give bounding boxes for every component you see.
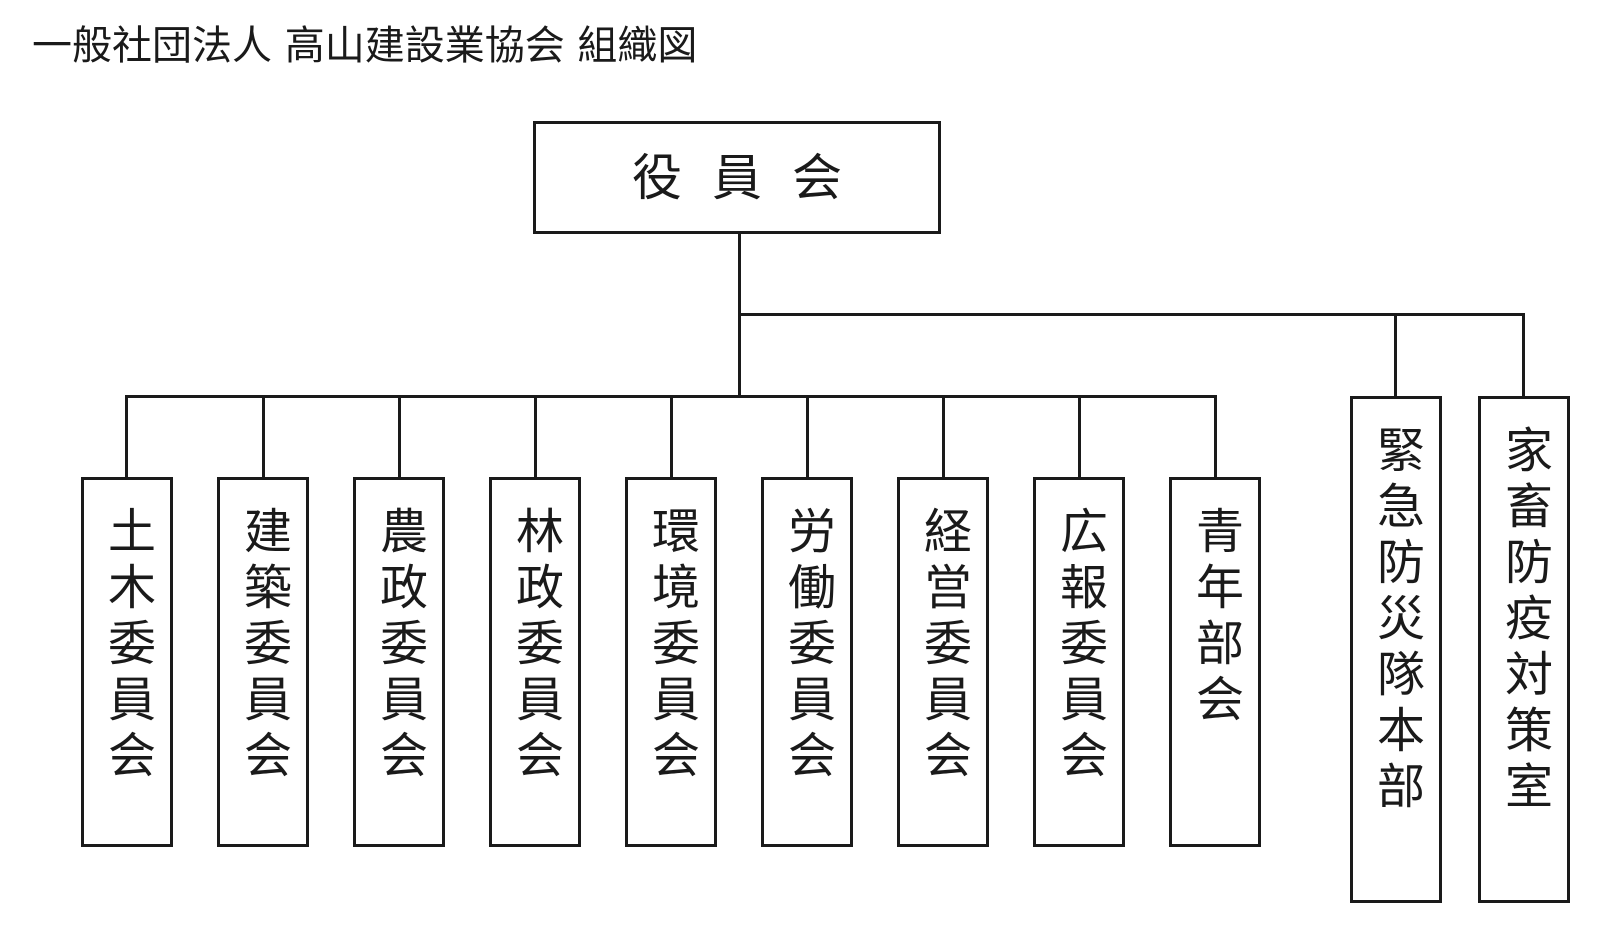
drop-line: [534, 395, 537, 478]
special-unit-label: 家畜防疫対策室: [1496, 425, 1552, 817]
board-of-directors-label: 役員会: [632, 148, 872, 207]
drop-line: [262, 395, 265, 478]
drop-line: [1394, 313, 1397, 398]
committee-box-labor: 労働委員会: [761, 477, 853, 847]
committee-box-environment: 環境委員会: [625, 477, 717, 847]
committee-box-management: 経営委員会: [897, 477, 989, 847]
committee-label: 広報委員会: [1051, 506, 1107, 786]
committee-box-forestry: 林政委員会: [489, 477, 581, 847]
committee-box-civil: 土木委員会: [81, 477, 173, 847]
drop-line: [1522, 313, 1525, 398]
drop-line: [125, 395, 128, 478]
drop-line: [942, 395, 945, 478]
committee-label: 林政委員会: [507, 506, 563, 786]
committee-label: 経営委員会: [915, 506, 971, 786]
committee-label: 青年部会: [1187, 506, 1243, 730]
committee-label: 建築委員会: [235, 506, 291, 786]
page-title: 一般社団法人 高山建設業協会 組織図: [32, 23, 698, 69]
committee-label: 農政委員会: [371, 506, 427, 786]
committee-label: 環境委員会: [643, 506, 699, 786]
committee-box-public-relations: 広報委員会: [1033, 477, 1125, 847]
drop-line: [1078, 395, 1081, 478]
drop-line: [1214, 395, 1217, 478]
drop-line: [670, 395, 673, 478]
upper-branch-line: [738, 313, 1525, 316]
special-unit-label: 緊急防災隊本部: [1368, 425, 1424, 817]
disaster-response-box: 緊急防災隊本部: [1350, 396, 1442, 903]
drop-line: [398, 395, 401, 478]
board-of-directors-box: 役員会: [533, 121, 941, 234]
committee-box-youth: 青年部会: [1169, 477, 1261, 847]
committee-box-architecture: 建築委員会: [217, 477, 309, 847]
committee-box-agriculture: 農政委員会: [353, 477, 445, 847]
livestock-quarantine-box: 家畜防疫対策室: [1478, 396, 1570, 903]
committee-label: 土木委員会: [99, 506, 155, 786]
drop-line: [806, 395, 809, 478]
committee-label: 労働委員会: [779, 506, 835, 786]
